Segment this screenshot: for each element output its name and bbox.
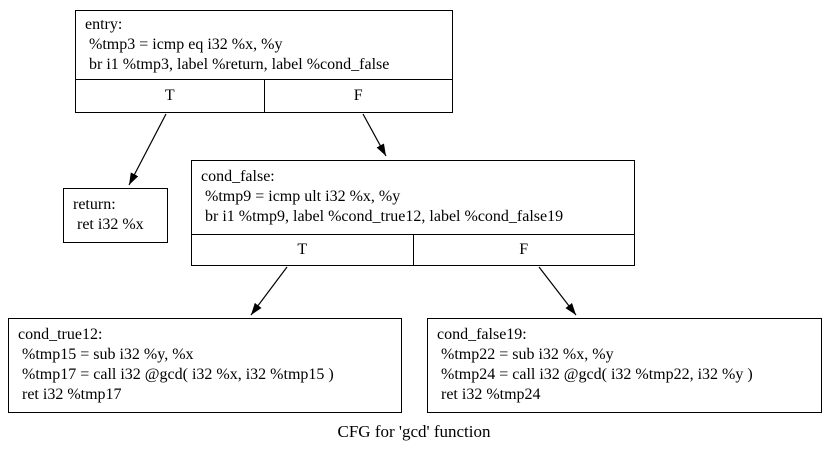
code-line: %tmp17 = call i32 @gcd( i32 %x, i32 %tmp…	[18, 366, 334, 383]
code-line: cond_true12:	[18, 326, 103, 343]
code-line: cond_false19:	[437, 326, 527, 343]
cond-true12-block-code: cond_true12: %tmp15 = sub i32 %y, %x %tm…	[9, 319, 401, 412]
edge-entry-false-to-cond-false	[362, 113, 387, 157]
cond-false-branch-row: T F	[192, 234, 634, 265]
code-line: %tmp9 = icmp ult i32 %x, %y	[201, 188, 401, 205]
entry-block-code: entry: %tmp3 = icmp eq i32 %x, %y br i1 …	[76, 11, 452, 79]
entry-false-port: F	[353, 87, 363, 104]
code-line: %tmp3 = icmp eq i32 %x, %y	[85, 36, 283, 53]
return-block-code: return: ret i32 %x	[64, 189, 167, 242]
code-line: ret i32 %tmp24	[437, 386, 541, 403]
graph-title: CFG for 'gcd' function	[337, 422, 491, 441]
code-line: return:	[73, 196, 116, 213]
entry-true-port: T	[76, 80, 265, 112]
node-cond-true12-block: cond_true12: %tmp15 = sub i32 %y, %x %tm…	[8, 318, 402, 413]
code-line: %tmp15 = sub i32 %y, %x	[18, 346, 194, 363]
cond-false-false-port: F	[519, 241, 529, 258]
code-line: %tmp24 = call i32 @gcd( i32 %tmp22, i32 …	[437, 366, 753, 383]
cond-false19-block-code: cond_false19: %tmp22 = sub i32 %x, %y %t…	[428, 319, 821, 412]
code-line: cond_false:	[201, 168, 275, 185]
cond-false-block-code: cond_false: %tmp9 = icmp ult i32 %x, %y …	[192, 161, 634, 234]
edge-cond-false-false-to-cond-false19	[538, 266, 577, 316]
node-return-block: return: ret i32 %x	[63, 188, 168, 243]
node-cond-false19-block: cond_false19: %tmp22 = sub i32 %x, %y %t…	[427, 318, 822, 413]
code-line: %tmp22 = sub i32 %x, %y	[437, 346, 614, 363]
entry-branch-row: T F	[76, 79, 452, 112]
node-cond-false-block: cond_false: %tmp9 = icmp ult i32 %x, %y …	[191, 160, 635, 266]
cond-false-true-port: T	[192, 235, 414, 265]
code-line: ret i32 %x	[73, 216, 144, 233]
code-line: br i1 %tmp9, label %cond_true12, label %…	[201, 208, 564, 225]
code-line: entry:	[85, 16, 123, 33]
edge-cond-false-true-to-cond-true12	[250, 266, 288, 316]
code-line: ret i32 %tmp17	[18, 386, 122, 403]
edge-entry-true-to-return	[128, 113, 167, 186]
node-entry-block: entry: %tmp3 = icmp eq i32 %x, %y br i1 …	[75, 10, 453, 113]
code-line: br i1 %tmp3, label %return, label %cond_…	[85, 56, 390, 73]
